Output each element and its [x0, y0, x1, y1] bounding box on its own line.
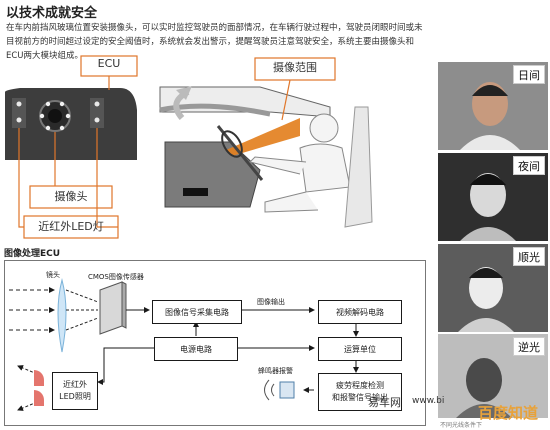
- ecu-diagram-panel: [4, 260, 426, 426]
- camera-range-label: 摄像范围: [273, 61, 317, 74]
- photo-front-light: 顺光: [438, 244, 548, 332]
- photo-backlight: 逆光: [438, 334, 548, 418]
- photo-label: 逆光: [513, 337, 545, 356]
- cmos-sensor-icon: [99, 281, 123, 335]
- camera-range-beam: [226, 118, 300, 156]
- led-bulb-icon: [34, 390, 44, 406]
- watermark-url: www.bi: [412, 396, 445, 406]
- buzzer-label: 蜂鸣器报警: [258, 367, 293, 375]
- page-title: 以技术成就安全: [6, 6, 98, 21]
- power-circuit-box: 电源电路: [154, 337, 238, 361]
- buzzer-icon: [279, 381, 295, 399]
- image-output-label: 图像输出: [257, 298, 285, 306]
- video-decode-box: 视频解码电路: [318, 300, 402, 324]
- ir-led-label: 近红外LED灯: [38, 220, 104, 233]
- led-bulb-icon: [34, 370, 44, 386]
- ecu-diagram-title: 图像处理ECU: [4, 249, 61, 259]
- lens-icon: [57, 278, 67, 353]
- fatigue-detect-box: 疲劳程度检测 和报警信号输出: [318, 373, 402, 411]
- capture-circuit-box: 图像信号采集电路: [152, 300, 242, 324]
- description-text: 在车内前挡风玻璃位置安装摄像头，可以实时监控驾驶员的面部情况，在车辆行驶过程中，…: [6, 23, 423, 61]
- cmos-label: CMOS图像传感器: [88, 273, 144, 281]
- photo-caption: 不同光线条件下: [440, 422, 483, 429]
- lens-label: 镜头: [46, 271, 60, 279]
- photo-day: 日间: [438, 62, 548, 150]
- compute-unit-box: 运算单位: [318, 337, 402, 361]
- photo-night: 夜间: [438, 153, 548, 241]
- photo-label: 日间: [513, 65, 545, 84]
- watermark-site: 易车网: [368, 396, 401, 409]
- photo-label: 夜间: [513, 156, 545, 175]
- watermark-brand: 百度知道: [478, 404, 539, 422]
- camera-label: 摄像头: [54, 190, 88, 203]
- photo-label: 顺光: [513, 247, 545, 266]
- ir-led-box: 近红外 LED照明: [52, 372, 98, 410]
- ecu-label: ECU: [97, 57, 121, 70]
- ecu-diagram-lines: [9, 278, 359, 411]
- car-camera-figure: [5, 55, 373, 239]
